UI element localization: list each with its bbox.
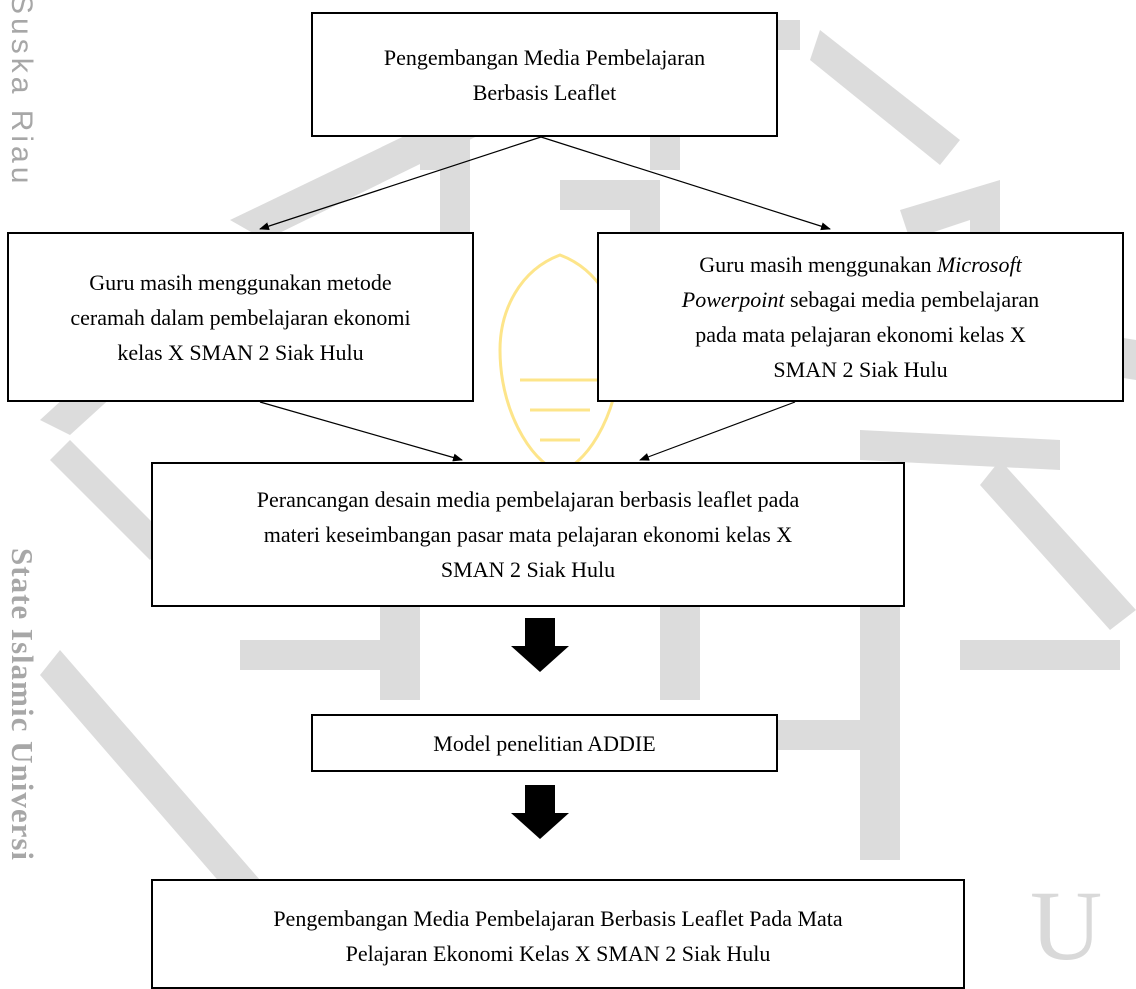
watermark-emblem: [520, 378, 600, 442]
arrow-top-to-left: [259, 136, 542, 231]
box-top-line2: Berbasis Leaflet: [472, 79, 617, 105]
box-right-line2-italic: Powerpoint: [681, 287, 785, 312]
arrow-right-to-design: [639, 401, 796, 461]
box-final-line1: Pengembangan Media Pembelajaran Berbasis…: [273, 906, 843, 931]
box-development-leaflet: Pengembangan Media Pembelajaran Berbasis…: [311, 12, 778, 137]
thick-arrow-design-to-model: [511, 618, 569, 672]
box-design-line2: materi keseimbangan pasar mata pelajaran…: [263, 522, 793, 547]
watermark-logo: [40, 20, 1136, 900]
box-left-line2: ceramah dalam pembelajaran ekonomi: [70, 304, 411, 330]
box-final-development: Pengembangan Media Pembelajaran Berbasis…: [151, 879, 965, 989]
box-powerpoint-media: Guru masih menggunakan Microsoft Powerpo…: [597, 232, 1124, 402]
box-top-line1: Pengembangan Media Pembelajaran: [383, 44, 706, 70]
thick-arrow-model-to-final: [511, 785, 569, 839]
box-final-line2: Pelajaran Ekonomi Kelas X SMAN 2 Siak Hu…: [345, 941, 771, 966]
box-left-line1: Guru masih menggunakan metode: [89, 269, 392, 295]
box-right-line4: SMAN 2 Siak Hulu: [773, 357, 948, 382]
watermark-shape: [980, 460, 1136, 630]
box-right-line2-plain: sebagai media pembelajaran: [784, 287, 1040, 312]
box-lecture-method: Guru masih menggunakan metode ceramah da…: [7, 232, 474, 402]
box-model-label: Model penelitian ADDIE: [433, 730, 656, 756]
box-design-planning: Perancangan desain media pembelajaran be…: [151, 462, 905, 607]
box-right-line1-italic: Microsoft: [936, 252, 1022, 277]
flow-connectors: [259, 136, 831, 839]
watermark-letter: U: [1030, 870, 1103, 981]
watermark-shape: [50, 440, 170, 560]
side-watermark-suska: Suska Riau: [5, 0, 38, 188]
watermark-shape: [960, 640, 1120, 670]
box-right-line3: pada mata pelajaran ekonomi kelas X: [695, 322, 1026, 347]
watermark-shape: [810, 30, 960, 165]
watermark-shape: [860, 600, 900, 860]
box-design-line3: SMAN 2 Siak Hulu: [440, 557, 616, 582]
watermark-shape: [240, 640, 420, 700]
watermark-shape: [860, 430, 1060, 470]
side-watermark-state-islamic: State Islamic Universi: [5, 548, 40, 862]
box-left-line3: kelas X SMAN 2 Siak Hulu: [117, 339, 364, 365]
watermark-shape: [40, 650, 260, 900]
box-design-line1: Perancangan desain media pembelajaran be…: [256, 487, 800, 512]
box-right-line1-plain: Guru masih menggunakan: [699, 252, 937, 277]
arrow-top-to-right: [540, 136, 831, 231]
box-addie-model: Model penelitian ADDIE: [311, 714, 778, 772]
arrow-left-to-design: [259, 401, 463, 462]
